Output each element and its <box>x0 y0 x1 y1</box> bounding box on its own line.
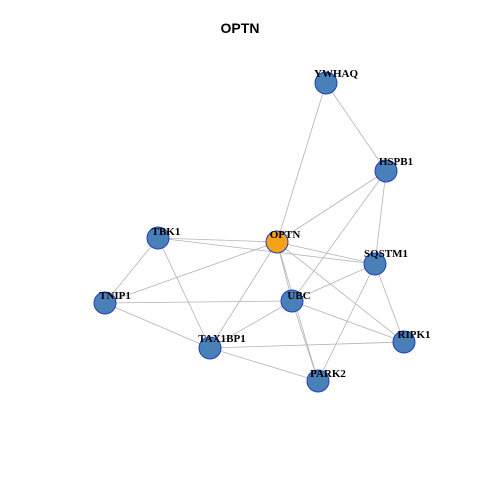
edge-hspb1-sqstm1 <box>374 170 387 265</box>
node-tnip1: TNIP1 <box>93 290 131 315</box>
node-circle-tnip1 <box>93 291 117 315</box>
edge-optn-park2 <box>276 241 319 382</box>
node-circle-tax1bp1 <box>198 336 222 360</box>
node-circle-ubc <box>280 289 304 313</box>
node-label-tbk1: TBK1 <box>152 226 181 238</box>
node-sqstm1: SQSTM1 <box>363 248 408 276</box>
edge-ywhaq-hspb1 <box>325 82 387 172</box>
node-label-ywhaq: YWHAQ <box>314 68 358 80</box>
node-circle-ripk1 <box>392 330 416 354</box>
edge-hspb1-ubc <box>291 170 387 302</box>
node-label-park2: PARK2 <box>310 368 346 380</box>
node-ripk1: RIPK1 <box>392 329 431 354</box>
node-circle-hspb1 <box>374 159 398 183</box>
node-label-tax1bp1: TAX1BP1 <box>198 333 245 345</box>
edge-ywhaq-optn <box>276 82 327 243</box>
edge-sqstm1-ripk1 <box>374 263 405 343</box>
node-label-optn: OPTN <box>270 229 301 241</box>
node-circle-park2 <box>306 369 330 393</box>
node-hspb1: HSPB1 <box>374 156 413 183</box>
edge-tax1bp1-ripk1 <box>209 341 405 349</box>
node-label-ripk1: RIPK1 <box>398 329 431 341</box>
node-tbk1: TBK1 <box>146 226 181 250</box>
edge-sqstm1-ubc <box>291 263 376 302</box>
node-label-hspb1: HSPB1 <box>379 156 413 168</box>
edge-optn-tax1bp1 <box>209 241 278 349</box>
edge-tbk1-sqstm1 <box>157 237 376 265</box>
node-label-sqstm1: SQSTM1 <box>364 248 408 260</box>
edge-tax1bp1-park2 <box>209 347 319 382</box>
edge-hspb1-optn <box>276 170 387 243</box>
edge-ubc-ripk1 <box>291 300 405 343</box>
edge-ubc-tax1bp1 <box>209 300 293 349</box>
edge-sqstm1-park2 <box>317 263 376 382</box>
node-ubc: UBC <box>280 289 311 313</box>
edge-layer <box>104 82 405 382</box>
edge-ubc-park2 <box>291 300 319 382</box>
node-label-tnip1: TNIP1 <box>99 290 131 302</box>
figure-title: OPTN <box>220 20 260 36</box>
edge-tbk1-optn <box>157 237 278 243</box>
node-circle-ywhaq <box>314 71 338 95</box>
edge-optn-ripk1 <box>276 241 405 343</box>
edge-tbk1-tnip1 <box>104 237 159 304</box>
node-ywhaq: YWHAQ <box>314 68 358 95</box>
node-circle-tbk1 <box>146 226 170 250</box>
node-circle-sqstm1 <box>363 252 387 276</box>
node-park2: PARK2 <box>306 368 346 393</box>
node-label-ubc: UBC <box>287 290 310 302</box>
edge-tnip1-tax1bp1 <box>104 302 211 349</box>
node-tax1bp1: TAX1BP1 <box>198 333 246 360</box>
edge-tbk1-tax1bp1 <box>157 237 211 349</box>
node-optn: OPTN <box>265 229 301 254</box>
edge-tnip1-ubc <box>104 300 293 304</box>
node-circle-optn <box>265 230 289 254</box>
edge-optn-sqstm1 <box>276 241 376 265</box>
edge-optn-tnip1 <box>104 241 278 304</box>
